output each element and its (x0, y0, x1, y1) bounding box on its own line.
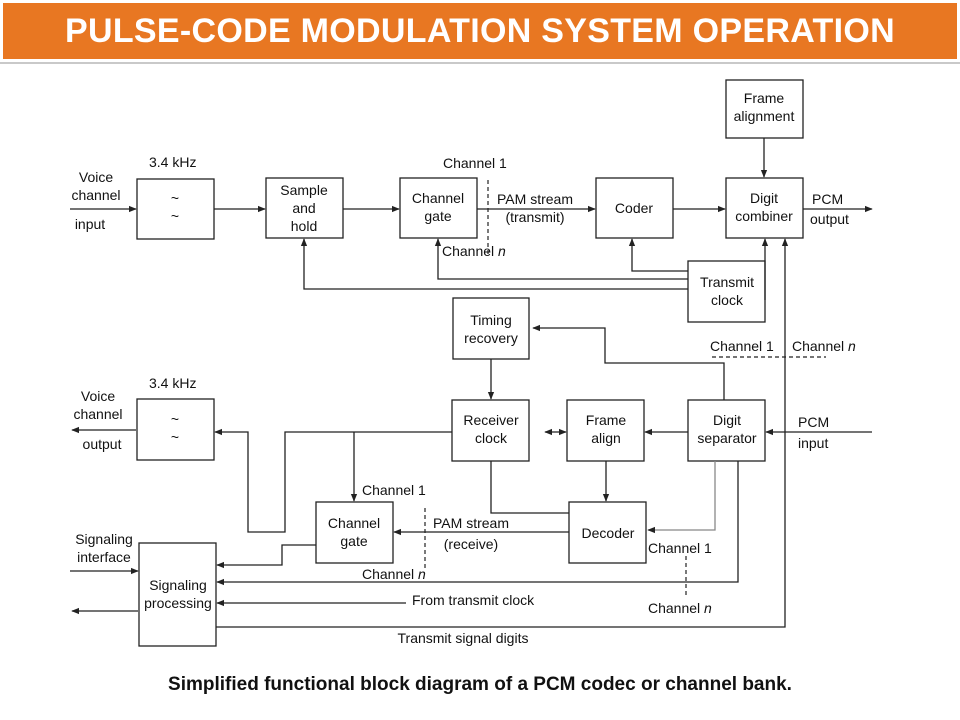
label-channel1-sep: Channel 1 (710, 338, 774, 354)
block-digit-separator: Digit separator (687, 399, 766, 462)
filter-rx-symbol-2: ~ (171, 429, 179, 445)
digit-combiner-line-2: combiner (735, 208, 793, 224)
label-pam-tx-2: (transmit) (505, 209, 564, 225)
timing-recovery-line-2: recovery (464, 330, 518, 346)
filter-tx-symbol-1: ~ (171, 190, 179, 206)
signaling-processing-line-2: processing (144, 595, 212, 611)
signaling-processing-line-1: Signaling (149, 577, 207, 593)
block-channel-gate-rx: Channel gate (315, 501, 394, 564)
label-channeln-sep: Channel n (792, 338, 856, 354)
label-transmit-signal-digits: Transmit signal digits (398, 630, 529, 646)
arrow-clock-to-coder (628, 238, 688, 272)
label-pcm-out-2: output (810, 211, 849, 227)
receiver-clock-line-2: clock (475, 430, 508, 446)
label-pam-rx-1: PAM stream (433, 515, 509, 531)
channel-gate-rx-line-1: Channel (328, 515, 380, 531)
channel-gate-tx-line-2: gate (424, 208, 451, 224)
title-bar: PULSE-CODE MODULATION SYSTEM OPERATION (3, 3, 957, 59)
label-channel1-tx: Channel 1 (443, 155, 507, 171)
label-signaling-interface-2: interface (77, 549, 131, 565)
label-voice-out-2: channel (73, 406, 122, 422)
label-voice-out-3: output (83, 436, 122, 452)
digit-separator-line-1: Digit (713, 412, 741, 428)
label-pam-tx-1: PAM stream (497, 191, 573, 207)
block-frame-alignment: Frame alignment (725, 79, 804, 139)
title-divider (0, 62, 960, 64)
receiver-clock-line-1: Receiver (463, 412, 519, 428)
block-transmit-clock: Transmit clock (687, 260, 766, 323)
block-signaling-processing: Signaling processing (138, 542, 217, 647)
transmit-clock-line-1: Transmit (700, 274, 754, 290)
filter-rx-symbol-1: ~ (171, 411, 179, 427)
sample-hold-line-1: Sample (280, 182, 328, 198)
label-channel1-dec: Channel 1 (648, 540, 712, 556)
arrow-clock-to-gate (434, 238, 688, 280)
block-receiver-clock: Receiver clock (451, 399, 530, 462)
label-channel1-rx: Channel 1 (362, 482, 426, 498)
label-pcm-in-1: PCM (798, 414, 829, 430)
frame-align-line-1: Frame (586, 412, 627, 428)
timing-recovery-line-1: Timing (470, 312, 512, 328)
label-channeln-rx: Channel n (362, 566, 426, 582)
page-title: PULSE-CODE MODULATION SYSTEM OPERATION (65, 11, 895, 50)
frame-alignment-line-2: alignment (734, 108, 795, 124)
frame-align-line-2: align (591, 430, 621, 446)
block-decoder: Decoder (568, 501, 647, 564)
arrow-separator-to-decoder (647, 461, 716, 534)
transmit-clock-line-2: clock (711, 292, 744, 308)
sample-hold-line-3: hold (291, 218, 317, 234)
decoder-label: Decoder (582, 525, 635, 541)
arrow-separator-to-signaling (216, 461, 739, 586)
arrow-to-rx-filter (214, 428, 452, 533)
figure-caption: Simplified functional block diagram of a… (168, 674, 792, 695)
label-pam-rx-2: (receive) (444, 536, 498, 552)
coder-label: Coder (615, 200, 653, 216)
label-khz-rx: 3.4 kHz (149, 375, 196, 391)
block-digit-combiner: Digit combiner (725, 177, 804, 239)
arrow-clock-to-sample (300, 238, 688, 290)
block-filter-rx: ~ ~ (136, 398, 215, 461)
digit-combiner-line-1: Digit (750, 190, 778, 206)
label-pcm-in-2: input (798, 435, 828, 451)
label-khz-tx: 3.4 kHz (149, 154, 196, 170)
label-voice-in-1: Voice (79, 169, 113, 185)
label-pcm-out-1: PCM (812, 191, 843, 207)
label-voice-in-2: channel (71, 187, 120, 203)
frame-alignment-line-1: Frame (744, 90, 785, 106)
block-timing-recovery: Timing recovery (452, 297, 530, 360)
label-channeln-dec: Channel n (648, 600, 712, 616)
block-frame-align: Frame align (566, 399, 645, 462)
channel-gate-rx-line-2: gate (340, 533, 367, 549)
channel-gate-tx-line-1: Channel (412, 190, 464, 206)
filter-tx-symbol-2: ~ (171, 208, 179, 224)
line-clock-to-decoder (490, 461, 569, 514)
digit-separator-line-2: separator (697, 430, 756, 446)
arrow-gate-to-signaling (216, 544, 316, 569)
block-sample-hold: Sample and hold (265, 177, 344, 239)
label-signaling-interface-1: Signaling (75, 531, 133, 547)
label-from-transmit-clock: From transmit clock (412, 592, 535, 608)
sample-hold-line-2: and (292, 200, 315, 216)
arrow-separator-to-timing (532, 324, 725, 400)
arrow-transmit-signal-digits (216, 238, 789, 628)
label-voice-out-1: Voice (81, 388, 115, 404)
block-channel-gate-tx: Channel gate (399, 177, 478, 239)
label-voice-in-3: input (75, 216, 105, 232)
label-channeln-tx: Channel n (442, 243, 506, 259)
block-coder: Coder (595, 177, 674, 239)
block-filter-tx: ~ ~ (136, 178, 215, 240)
